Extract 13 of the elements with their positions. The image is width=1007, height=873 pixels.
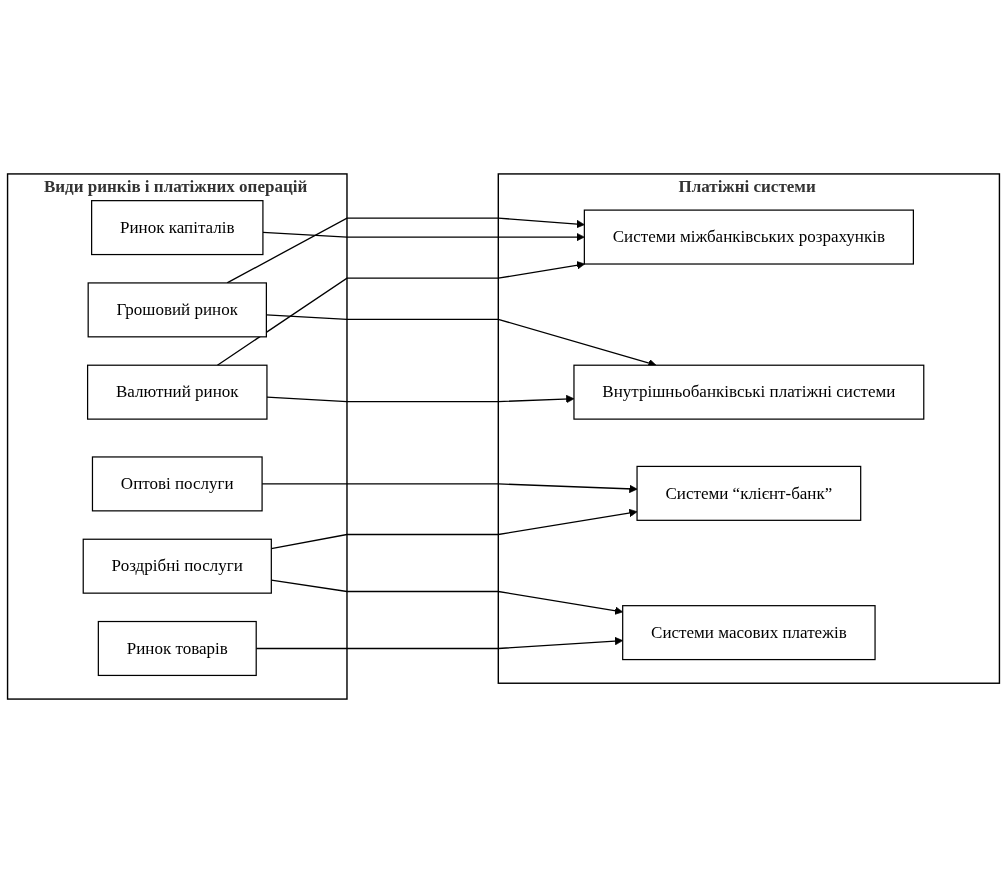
node-box: Ринок капіталів: [91, 200, 264, 256]
arrow: [262, 231, 585, 242]
node-box: Роздрібні послуги: [82, 538, 272, 594]
node-box: Системи міжбанківських розрахунків: [583, 209, 914, 265]
node-box: Внутрішньобанківські платіжні системи: [573, 364, 925, 420]
node-box: Валютний ринок: [87, 364, 268, 420]
node-box: Ринок товарів: [97, 620, 257, 677]
node-box: Грошовий ринок: [87, 282, 267, 338]
node-box: Системи “клієнт-банк”: [636, 465, 862, 521]
node-box: Оптові послуги: [91, 456, 263, 512]
node-box: Системи масових платежів: [622, 605, 876, 661]
arrow: [226, 217, 585, 284]
arrow: [216, 261, 586, 366]
